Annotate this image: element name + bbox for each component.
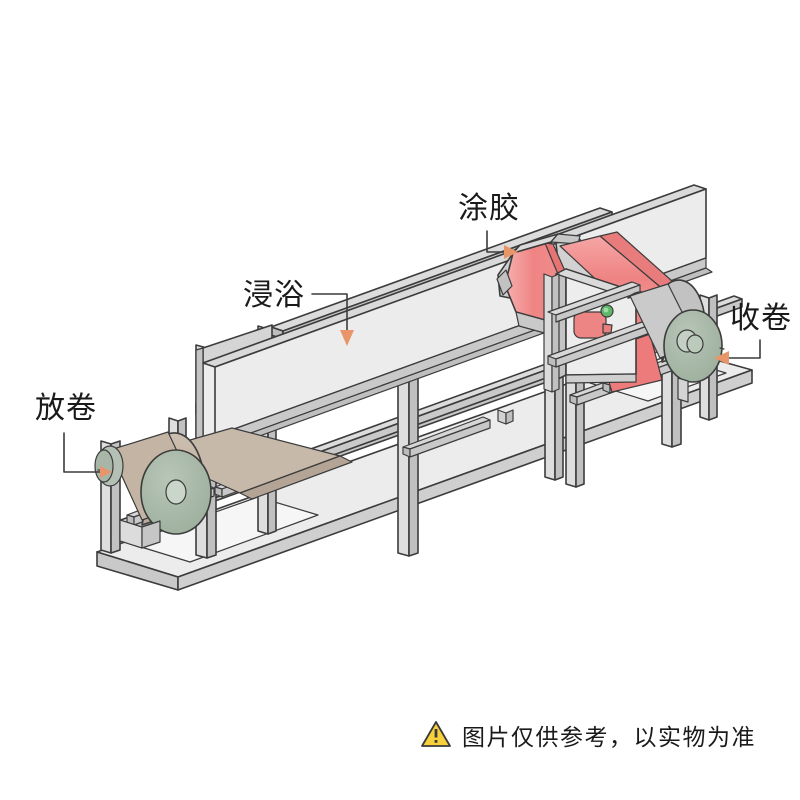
arrowhead-rewind	[714, 351, 729, 365]
leader-line-unwind	[63, 432, 104, 473]
label-unwind: 放卷	[35, 391, 112, 478]
rewind-roller	[627, 279, 725, 403]
label-rewind-text: 收卷	[730, 301, 792, 336]
leader-line-coating	[486, 230, 506, 253]
label-coating-text: 涂胶	[458, 191, 520, 226]
label-unwind-text: 放卷	[35, 391, 97, 426]
leader-line-dip-bath	[311, 293, 348, 333]
disclaimer-text: 图片仅供参考，以实物为准	[462, 725, 756, 751]
arrowhead-coating	[504, 245, 518, 259]
label-dip-bath-text: 浸浴	[243, 278, 305, 313]
arrowhead-dip-bath	[340, 330, 354, 346]
disclaimer: 图片仅供参考，以实物为准	[421, 721, 756, 751]
warning-triangle-icon	[421, 721, 451, 747]
glue-station-posts	[543, 273, 651, 393]
leader-line-rewind	[727, 339, 761, 359]
label-dip-bath: 浸浴	[243, 278, 354, 346]
label-coating: 涂胶	[458, 191, 520, 259]
label-rewind: 收卷	[714, 301, 792, 365]
arrowhead-unwind	[100, 466, 112, 478]
unwind-support	[119, 519, 161, 549]
